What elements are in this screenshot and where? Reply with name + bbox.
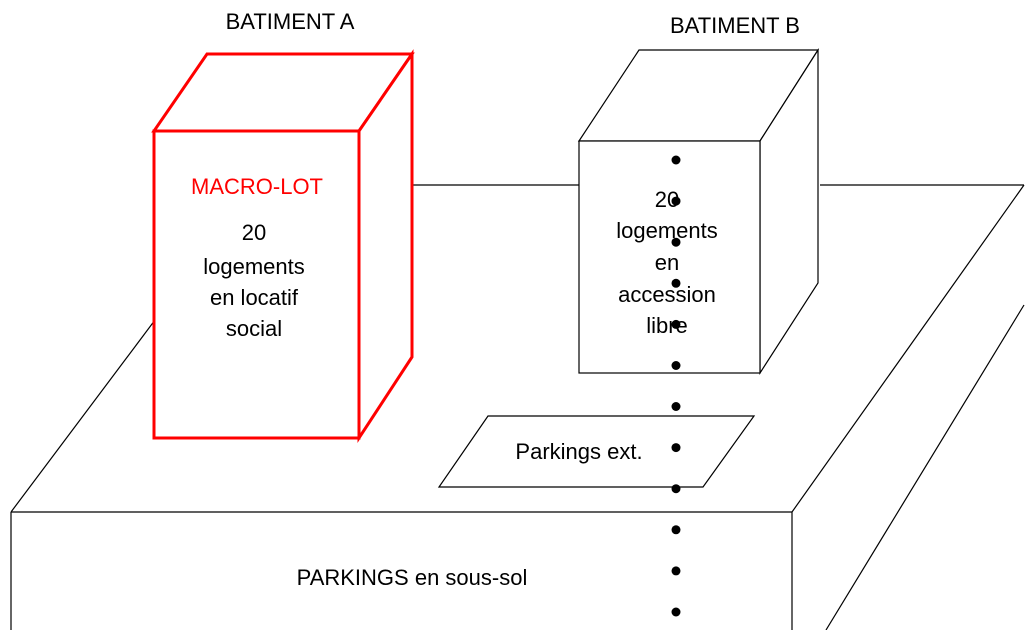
separator-dot [671, 319, 681, 329]
separator-dot [671, 237, 681, 247]
separator-dot [671, 361, 681, 370]
separator-dot [671, 402, 681, 411]
building-b-line-3: en [655, 250, 679, 275]
parking-ext-label: Parkings ext. [515, 439, 642, 464]
separator-dot [671, 525, 681, 535]
building-b-line-4: accession [618, 282, 716, 307]
building-a [151, 49, 415, 444]
platform-left-edge [10, 319, 156, 513]
separator-dot [671, 607, 681, 617]
building-b-line-2: logements [616, 218, 718, 243]
separator-dot [671, 278, 681, 288]
building-a-line-2: logements [203, 254, 305, 279]
platform-right-edge [791, 184, 1025, 513]
basement-block [10, 304, 1025, 630]
building-b-title: BATIMENT B [670, 13, 800, 38]
building-b-front [578, 140, 761, 374]
building-a-line-1: 20 [242, 220, 266, 245]
separator-dot [671, 443, 681, 453]
building-b-line-5: libre [646, 313, 688, 338]
basement-parking-label: PARKINGS en sous-sol [297, 565, 528, 590]
building-b [577, 47, 820, 376]
separator-dot [671, 196, 681, 206]
site-platform [10, 184, 1025, 513]
basement-side-edge [825, 304, 1025, 630]
building-a-title: BATIMENT A [226, 9, 355, 34]
separator-dot [671, 484, 681, 494]
separator-dot [671, 155, 681, 165]
separator-dot [671, 566, 681, 576]
building-a-line-3: en locatif [210, 285, 299, 310]
building-a-line-4: social [226, 316, 282, 341]
building-a-front [152, 129, 361, 440]
parking-ext-area [437, 415, 756, 488]
dotted-separator [671, 155, 681, 617]
macro-lot-label: MACRO-LOT [191, 174, 323, 199]
